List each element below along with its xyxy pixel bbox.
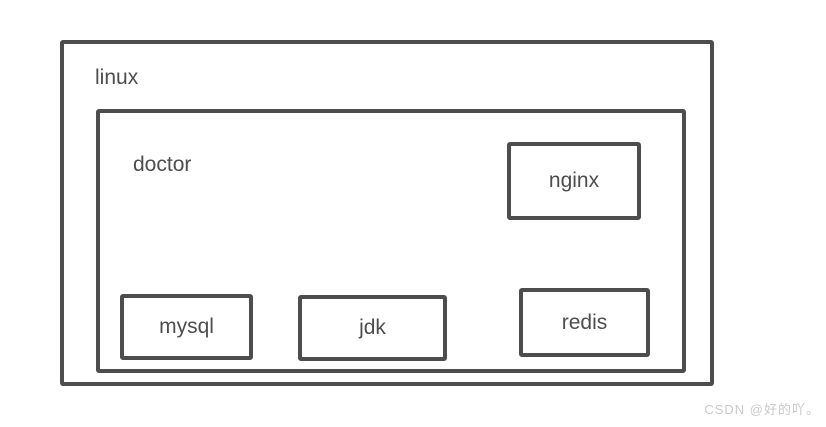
linux-container-box: linux doctor nginx mysql jdk redis [60,40,714,386]
jdk-node: jdk [298,295,447,361]
mysql-label: mysql [159,315,214,338]
jdk-label: jdk [359,316,386,339]
nginx-node: nginx [507,142,641,220]
nginx-label: nginx [548,169,600,192]
csdn-watermark: CSDN @好的吖。 [704,402,820,417]
doctor-label: doctor [133,153,192,176]
redis-label: redis [561,310,608,334]
mysql-node: mysql [120,294,253,360]
linux-label: linux [95,66,139,89]
doctor-container-box: doctor nginx mysql jdk redis [96,109,686,373]
redis-node: redis [519,288,650,357]
